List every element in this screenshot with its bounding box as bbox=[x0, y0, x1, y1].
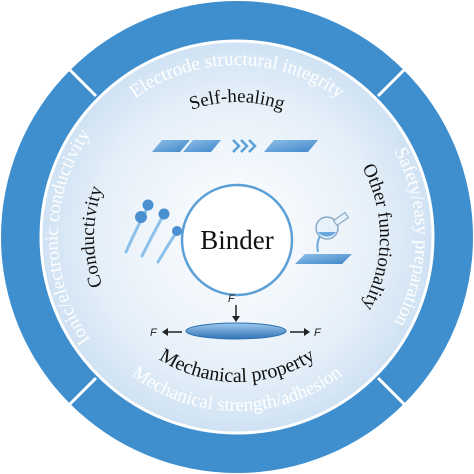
self-healing-blocks-icon bbox=[152, 139, 318, 153]
force-label-left: F bbox=[150, 327, 158, 339]
force-label-top: F bbox=[228, 293, 236, 305]
center-label: Binder bbox=[200, 225, 274, 255]
center-circle bbox=[180, 183, 294, 297]
ring-separators bbox=[67, 67, 407, 407]
force-label-right: F bbox=[314, 327, 322, 339]
flask-pour-icon bbox=[295, 211, 352, 264]
ions-icon bbox=[124, 199, 182, 264]
compressed-disk-icon bbox=[162, 305, 310, 340]
